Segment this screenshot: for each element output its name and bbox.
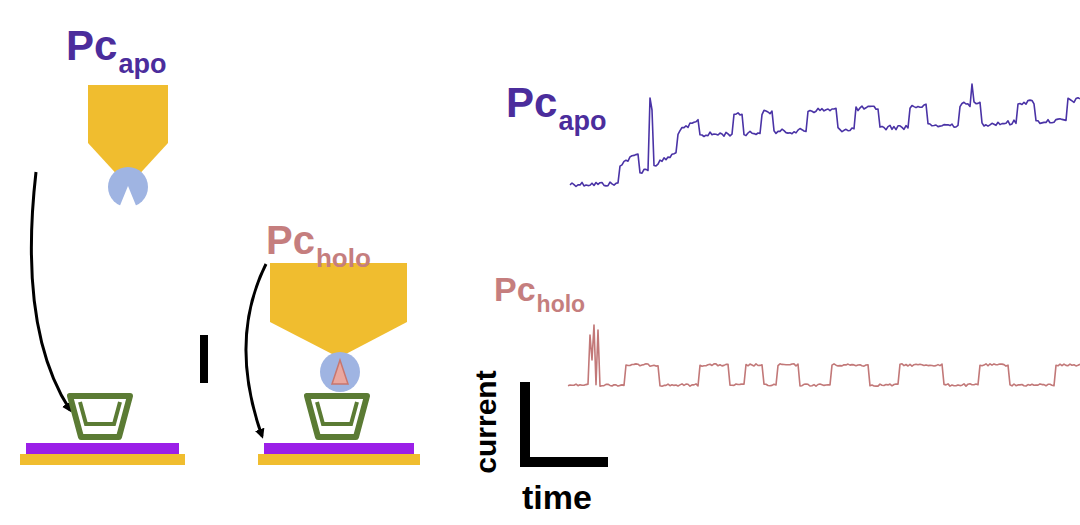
label-main: Pc — [66, 25, 117, 67]
stm-tip — [88, 85, 168, 180]
axis-label: current — [471, 370, 501, 473]
protein-apo — [108, 167, 148, 207]
partner-protein — [307, 396, 367, 437]
gold-substrate — [20, 454, 185, 465]
separator-bar — [200, 335, 208, 383]
label-main: Pc — [506, 82, 557, 124]
scale-bar — [525, 382, 608, 462]
current-trace — [568, 325, 1080, 386]
label-main: Pc — [266, 220, 315, 260]
approach-arrow — [31, 172, 70, 410]
label-main: Pc — [494, 272, 536, 306]
gold-substrate — [258, 454, 420, 465]
empty-site — [119, 186, 137, 208]
axis-label: time — [522, 480, 592, 514]
label-subscript: holo — [316, 245, 371, 271]
partner-protein — [70, 396, 130, 437]
stm-tip — [270, 263, 407, 355]
partner-pocket — [80, 402, 120, 424]
monolayer — [264, 443, 414, 454]
label-subscript: apo — [118, 51, 166, 78]
protein-holo — [320, 352, 360, 392]
monolayer — [26, 443, 179, 454]
label-subscript: apo — [558, 108, 606, 135]
partner-pocket — [317, 402, 357, 424]
approach-arrow — [246, 264, 266, 436]
bound-ligand — [332, 360, 348, 384]
label-subscript: holo — [537, 293, 586, 316]
current-trace — [570, 84, 1080, 187]
